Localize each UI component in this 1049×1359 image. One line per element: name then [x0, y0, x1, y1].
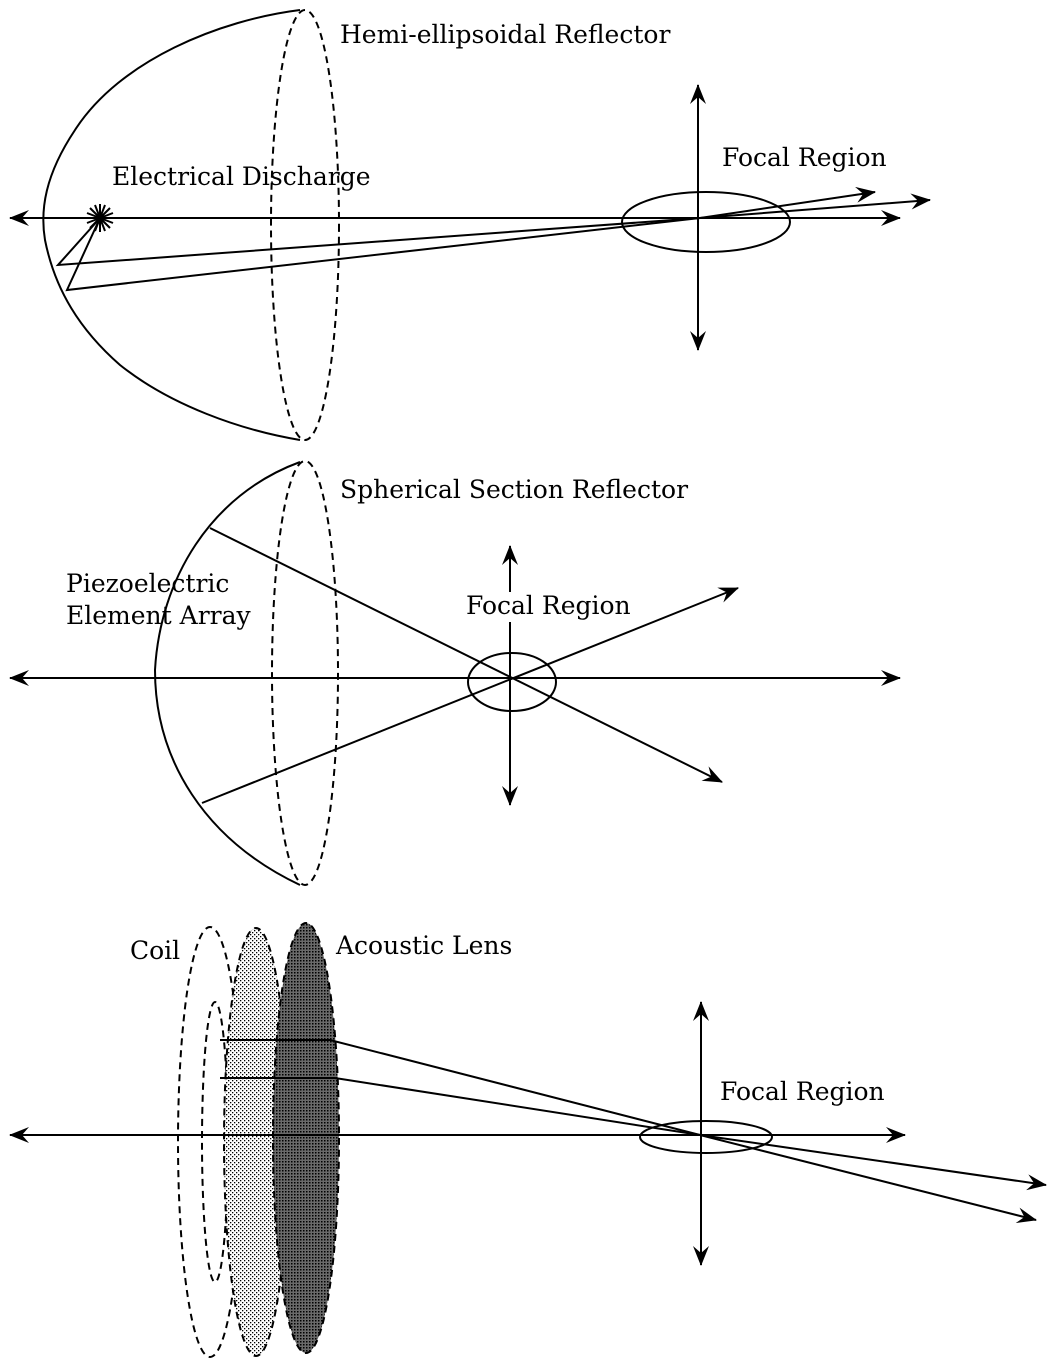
spherical-focal-ellipse [467, 652, 557, 712]
piezoelectric-label-line2: Element Array [66, 601, 251, 630]
hemi-focal-region-label: Focal Region [722, 143, 887, 172]
spherical-focal-label-backing [462, 592, 640, 622]
acoustic-lens-label: Acoustic Lens [335, 931, 512, 960]
spherical-ray-2 [201, 587, 739, 804]
spherical-ray-1 [209, 527, 723, 783]
em-ray-1 [220, 1039, 1047, 1191]
panel-hemi-ellipsoidal: Hemi-ellipsoidal Reflector Electrical Di… [9, 9, 931, 441]
hemi-ray-1 [55, 186, 876, 267]
spherical-aperture-ellipse [271, 460, 339, 886]
hemi-reflector-label: Hemi-ellipsoidal Reflector [340, 20, 670, 49]
hemi-ray-2 [65, 193, 931, 292]
piezoelectric-label-line1: Piezoelectric [66, 569, 229, 598]
spherical-reflector-label: Spherical Section Reflector [340, 475, 688, 504]
coil-label: Coil [130, 936, 180, 965]
spherical-reflector-outline [153, 461, 301, 886]
hemi-aperture-ellipse [270, 9, 340, 441]
spherical-focal-region-label: Focal Region [466, 591, 631, 620]
electrical-discharge-label: Electrical Discharge [112, 162, 371, 191]
panel-spherical-section: Spherical Section Reflector Piezoelectri… [9, 460, 901, 886]
em-ray-2 [220, 1077, 1037, 1224]
em-focal-region-label: Focal Region [720, 1077, 885, 1106]
hemi-reflector-outline [42, 9, 301, 441]
hemi-focal-ellipse [621, 191, 791, 253]
panel-electromagnetic: Coil Acoustic Lens Focal Region [9, 922, 1047, 1358]
acoustic-lens-ellipse [272, 922, 340, 1354]
